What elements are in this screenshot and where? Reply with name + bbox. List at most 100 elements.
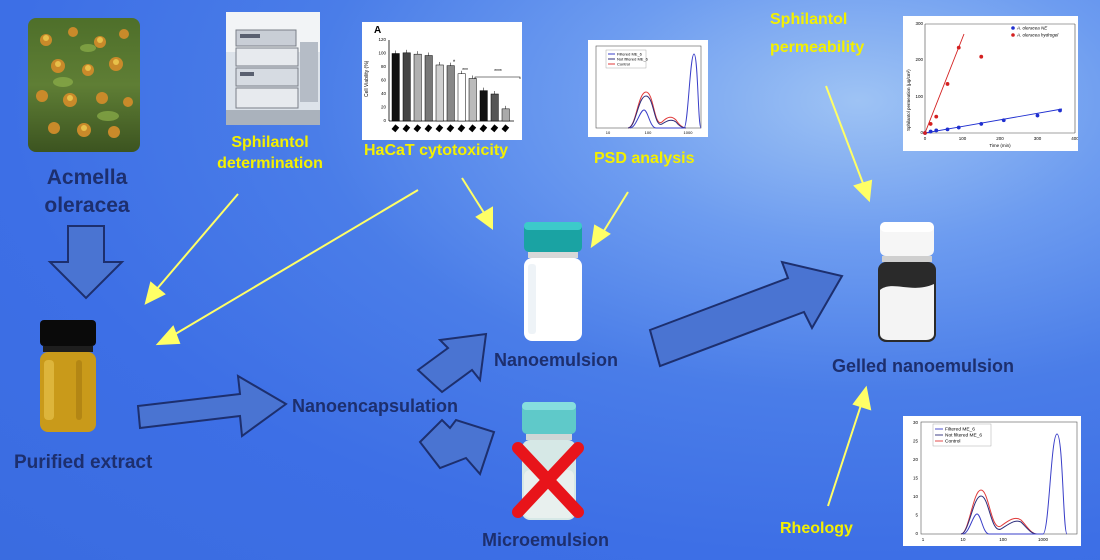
psd-large-xtick: 1 — [922, 537, 925, 542]
psd-large-chart: 0 5 10 15 20 25 30 1 10 100 1000 Filtere… — [903, 416, 1081, 546]
psd-large-ytick: 5 — [915, 513, 918, 518]
acmella-label: Acmella oleracea — [42, 164, 132, 220]
permeation-xtick: 200 — [996, 136, 1004, 141]
purified-extract-label: Purified extract — [14, 452, 153, 473]
acmella-plant-photo — [28, 18, 140, 152]
cytotox-ytick: 60 — [381, 78, 387, 83]
ne-data-point — [956, 125, 961, 130]
gelled-nanoemulsion-label: Gelled nanoemulsion — [832, 356, 1015, 376]
significance-star: **** — [494, 69, 502, 75]
pointer-arrow-permeability — [825, 85, 873, 203]
permeation-ylabel: Sphilantol permeation (μg/cm²) — [906, 69, 911, 131]
psd-small-legend-item: Filtered ME_6 — [617, 52, 643, 57]
sphilantol-determination-line2: determination — [217, 155, 323, 172]
psd-large-xtick: 10 — [960, 537, 966, 542]
hydrogel-fit-line — [924, 33, 965, 134]
permeation-chart: Sphilantol permeation (μg/cm²) 0 100 200… — [903, 16, 1078, 151]
gelled-nanoemulsion-vial — [878, 222, 936, 342]
cytotox-ytick: 40 — [381, 91, 387, 96]
psd-small-xtick: 10 — [606, 130, 611, 135]
ne-data-point — [928, 129, 933, 134]
psd-large-ytick: 20 — [913, 457, 919, 462]
rheology-label: Rheology — [780, 520, 853, 537]
sphilantol-determination-line1: Sphilantol — [231, 134, 309, 151]
psd-large-legend-item: Control — [945, 439, 960, 445]
hydrogel-data-point — [956, 45, 961, 50]
cytotox-ytick: 80 — [381, 64, 387, 69]
hydrogel-data-point — [945, 82, 950, 86]
cytotox-ytick: 0 — [383, 118, 386, 123]
psd-large-series-filtered — [962, 433, 1068, 535]
sphilantol-permeability-label: Sphilantol permeability — [770, 6, 864, 62]
psd-large-ytick: 25 — [913, 439, 919, 444]
psd-small-xtick: 100 — [645, 130, 652, 135]
permeation-xtick: 100 — [959, 136, 967, 141]
cytotox-ytick: 120 — [378, 37, 386, 42]
ne-data-point — [1058, 108, 1062, 113]
arrow-nano-to-gel — [648, 260, 844, 368]
psd-large-ytick: 0 — [915, 531, 918, 536]
permeation-legend-item: A. oleracea hydrogel — [1016, 33, 1059, 38]
purified-extract-vial — [40, 320, 96, 432]
pointer-arrow-cytotox-to-nano — [461, 177, 493, 230]
ne-data-point — [945, 127, 950, 132]
arrow-down-to-microemulsion — [418, 418, 496, 476]
down-arrow-plant-to-extract — [47, 225, 125, 300]
psd-small-chart: Filtered ME_6 Not filtered ME_6 Control … — [588, 40, 708, 137]
ne-data-point — [979, 122, 984, 126]
psd-large-series-control — [960, 489, 1038, 535]
permeation-xtick: 0 — [924, 136, 927, 141]
ne-data-point — [934, 128, 939, 133]
arrow-up-to-nanoemulsion — [416, 332, 488, 394]
cytotox-ytick: 20 — [381, 105, 387, 110]
acmella-label-line1: Acmella — [46, 166, 128, 189]
pointer-arrow-psd — [590, 191, 629, 249]
hydrogel-data-point — [928, 122, 933, 126]
psd-small-series-notfiltered — [627, 95, 687, 129]
chart-panel-letter: A — [374, 25, 381, 36]
psd-small-series-control — [627, 91, 687, 129]
pointer-arrow-cytotox-to-extract — [155, 189, 419, 346]
psd-analysis-label: PSD analysis — [594, 150, 695, 167]
permeation-xtick: 300 — [1034, 136, 1042, 141]
permeation-legend-item: A. oleracea NE — [1016, 26, 1048, 31]
nanoemulsion-label: Nanoemulsion — [494, 350, 619, 370]
cytotox-ylabel: Cell Viability (%) — [364, 60, 370, 97]
psd-large-ytick: 10 — [913, 494, 919, 499]
pointer-arrow-rheology — [827, 385, 872, 507]
psd-large-xtick: 100 — [999, 537, 1007, 542]
hydrogel-data-point — [979, 54, 984, 59]
psd-small-series-filtered — [629, 53, 702, 129]
sphilantol-permeability-line2: permeability — [770, 39, 865, 56]
significance-star: *** — [462, 68, 468, 74]
ne-data-point — [1035, 113, 1040, 118]
significance-star: * — [453, 60, 456, 66]
microemulsion-label: Microemulsion — [482, 530, 610, 550]
ne-data-point — [1001, 118, 1006, 123]
hydrogel-data-point — [923, 131, 927, 135]
rejected-cross-icon — [512, 442, 584, 518]
hplc-instrument-photo — [226, 12, 320, 125]
permeation-ytick: 0 — [920, 130, 923, 135]
permeation-ytick: 300 — [915, 21, 923, 26]
sphilantol-determination-label: Sphilantol determination — [200, 132, 340, 174]
cytotox-ytick: 100 — [378, 51, 386, 56]
permeation-xlabel: Time (min) — [989, 143, 1011, 148]
hacat-cytotoxicity-label: HaCaT cytotoxicity — [364, 142, 509, 159]
psd-large-ytick: 15 — [913, 476, 919, 481]
nanoemulsion-vial — [524, 222, 582, 341]
pointer-arrow-determination — [144, 193, 239, 305]
cytotoxicity-chart: A Cell Viability (%) 0 20 40 60 80 100 1… — [362, 22, 522, 140]
psd-large-xtick: 1000 — [1038, 537, 1049, 542]
psd-large-legend-item: Not filtered ME_6 — [945, 433, 982, 439]
nanoencapsulation-label: Nanoencapsulation — [292, 396, 459, 416]
permeation-ytick: 100 — [915, 94, 923, 99]
acmella-label-line2: oleracea — [44, 194, 130, 217]
psd-large-series-notfiltered — [960, 495, 1038, 535]
permeation-xtick: 400 — [1071, 136, 1078, 141]
right-arrow-extract-to-encapsulation — [136, 374, 288, 438]
psd-small-xtick: 1000 — [684, 130, 694, 135]
hydrogel-data-point — [934, 114, 939, 119]
